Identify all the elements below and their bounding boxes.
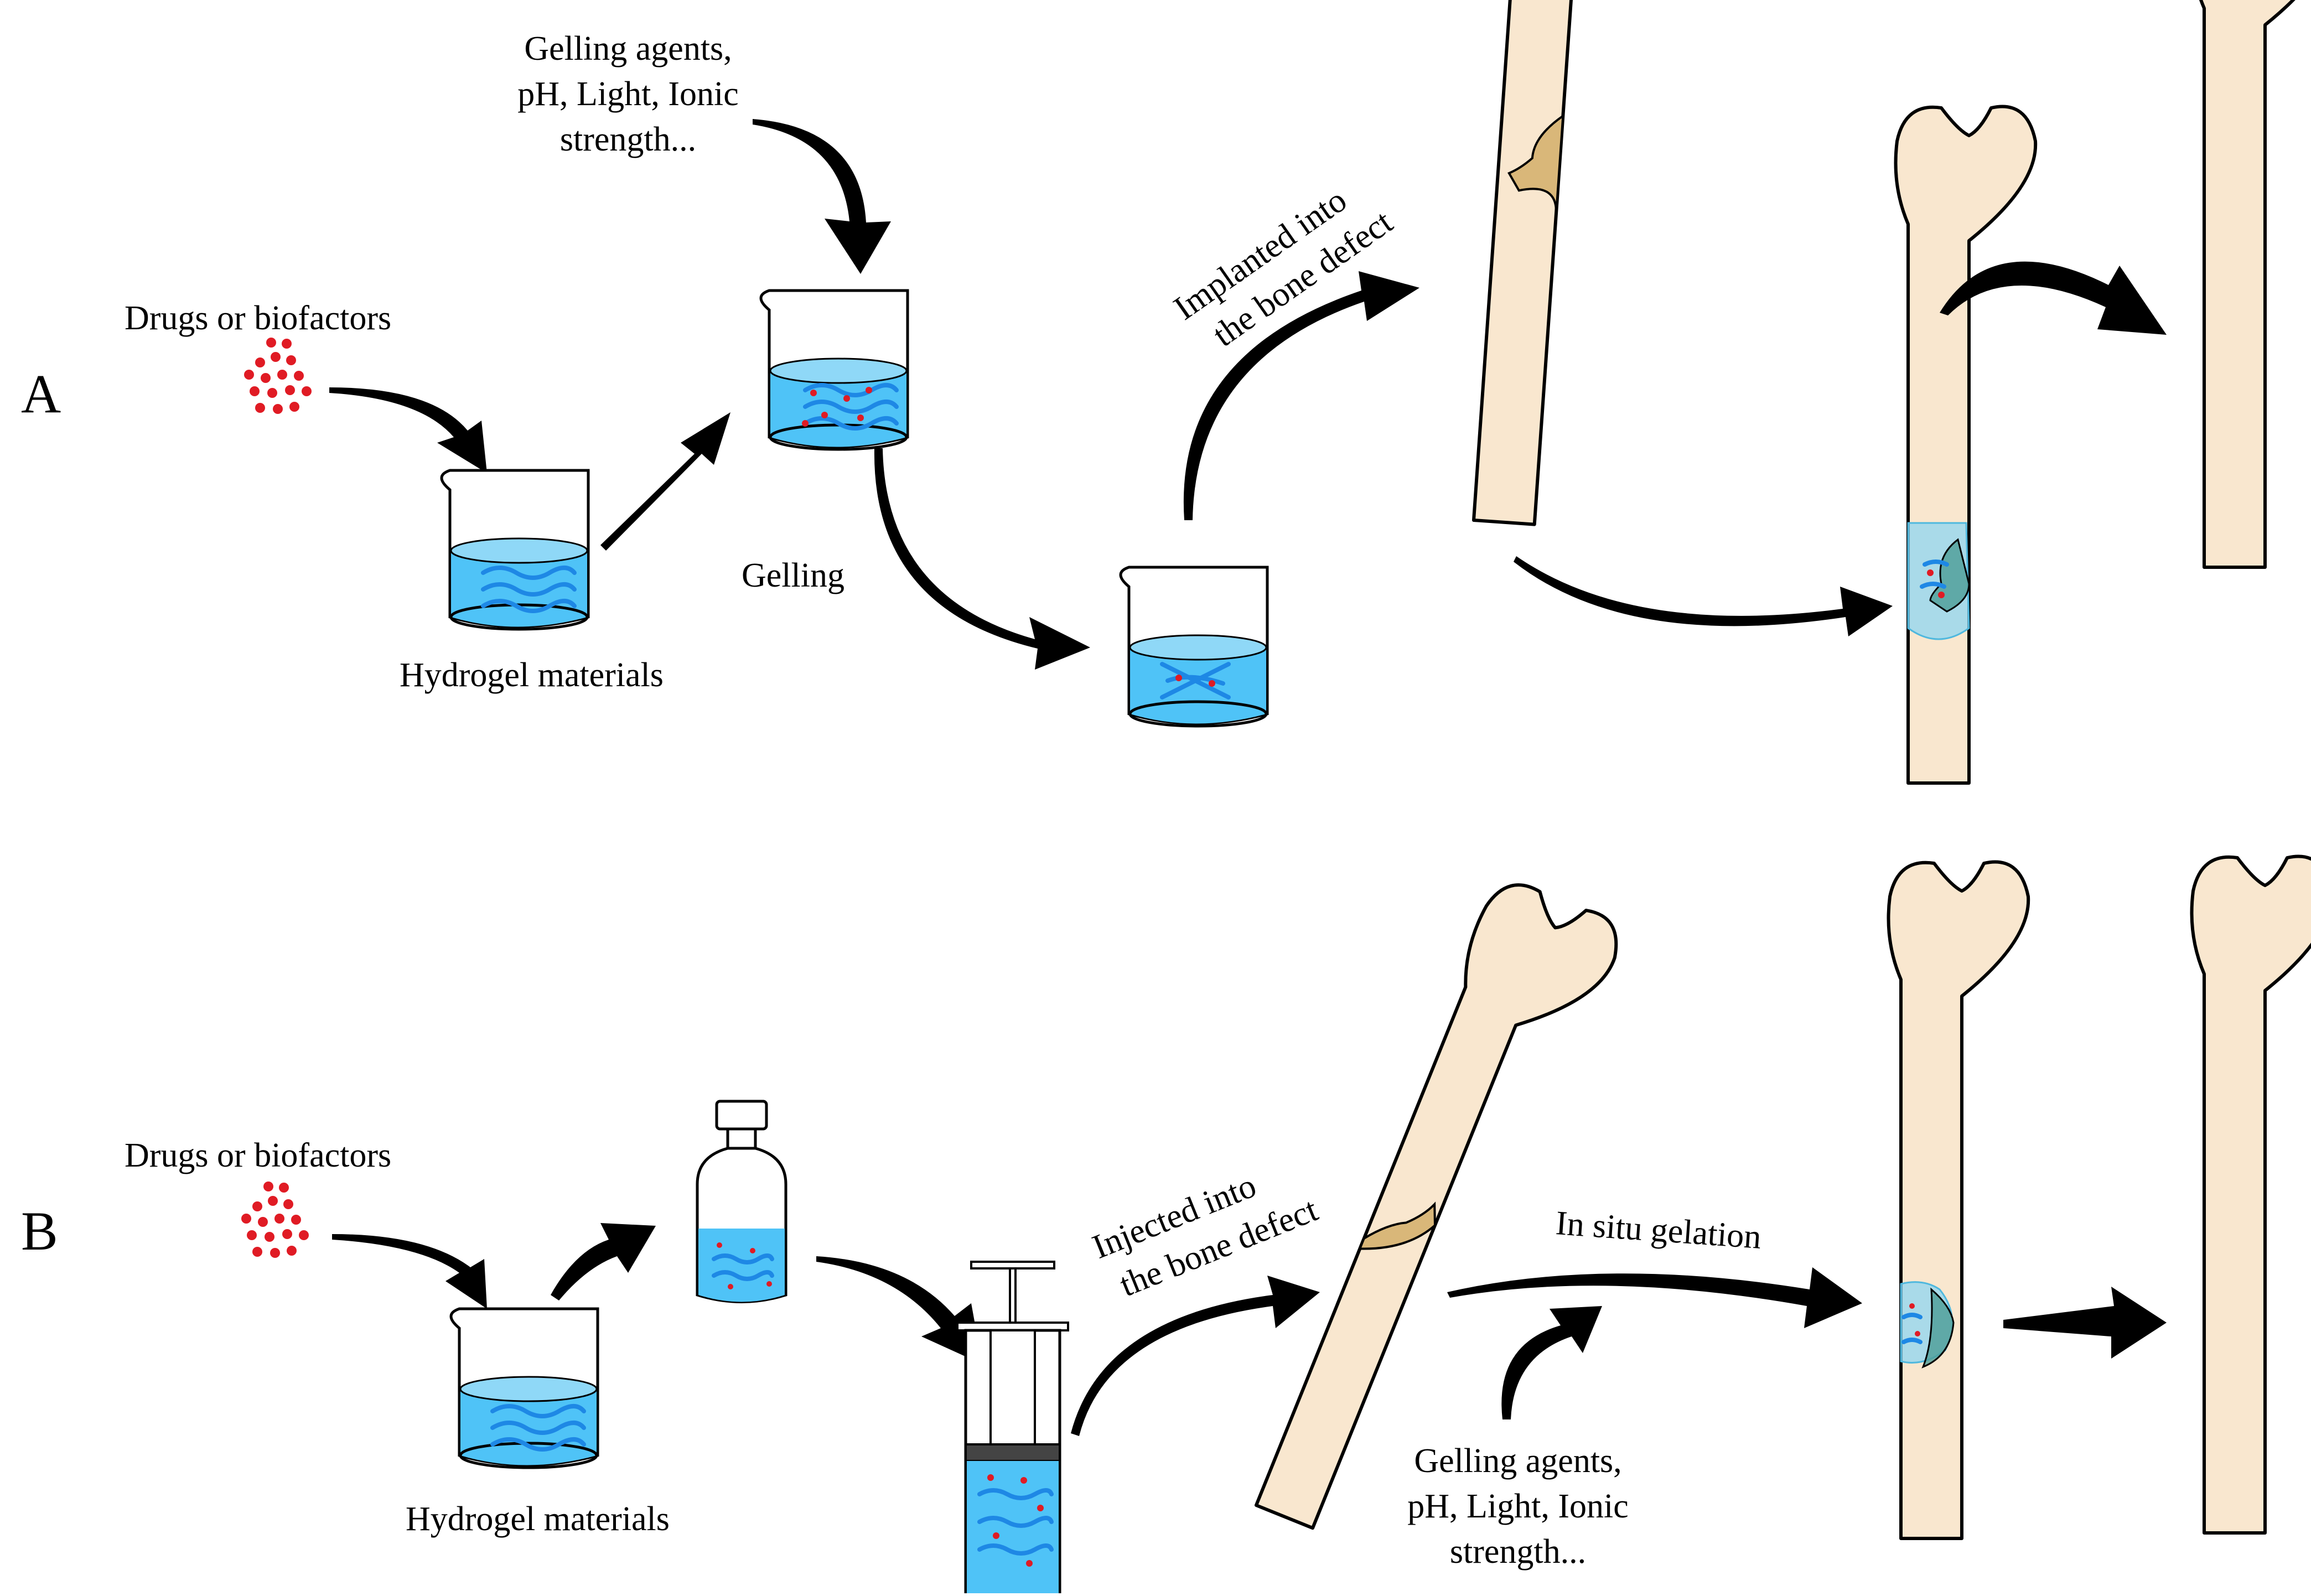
hydrogel-label-a: Hydrogel materials	[400, 656, 664, 694]
drugs-label-b: Drugs or biofactors	[125, 1137, 391, 1174]
panel-b: B Drugs or biofactors Hydrogel materials	[21, 857, 2311, 1594]
bone-with-hydrogel	[1896, 107, 2036, 784]
svg-text:pH, Light, Ionic: pH, Light, Ionic	[517, 75, 739, 113]
gel-beaker	[1121, 567, 1267, 726]
gelling-agents-text-b: Gelling agents, pH, Light, Ionic strengt…	[1407, 1442, 1629, 1571]
arrow-implant-down	[1514, 556, 1893, 636]
arrow-to-healed-bone-a	[1940, 262, 2167, 335]
svg-text:strength...: strength...	[1450, 1533, 1586, 1571]
svg-text:pH, Light, Ionic: pH, Light, Ionic	[1407, 1488, 1629, 1525]
arrow-implant-up	[1184, 271, 1419, 520]
healed-bone-a	[2192, 0, 2311, 567]
hydrogel-beaker-b	[451, 1309, 598, 1468]
gelling-agents-text-a: Gelling agents, pH, Light, Ionic strengt…	[517, 30, 739, 158]
svg-text:Gelling agents,: Gelling agents,	[524, 30, 732, 68]
hydrogel-vial	[697, 1101, 786, 1302]
arrow-to-gelling-beaker	[600, 412, 730, 551]
arrow-drugs-to-hydrogel-b	[332, 1234, 487, 1309]
arrow-gelling-agents-a	[753, 119, 891, 274]
gelling-label: Gelling	[742, 557, 844, 594]
panel-a-letter: A	[21, 363, 61, 424]
svg-text:Gelling agents,: Gelling agents,	[1414, 1442, 1621, 1480]
arrow-inject	[1071, 1276, 1320, 1436]
panel-a: A Drugs or biofactors Hydrogel materials…	[21, 0, 2311, 783]
arrow-gelling-agents-b	[1501, 1306, 1602, 1419]
drug-dots-icon	[244, 338, 312, 414]
arrow-in-situ	[1447, 1267, 1862, 1328]
bone-with-hydrogel-b	[1889, 862, 2029, 1539]
bone-with-defect	[1462, 0, 1648, 529]
arrow-to-syringe	[816, 1256, 982, 1364]
in-situ-label: In situ gelation	[1555, 1204, 1763, 1256]
arrow-to-vial	[551, 1223, 656, 1300]
drug-dots-icon	[241, 1182, 309, 1258]
hydrogel-beaker-a	[442, 470, 588, 629]
drugs-label-a: Drugs or biofactors	[125, 299, 391, 337]
mixed-beaker	[761, 291, 908, 449]
arrow-drugs-to-hydrogel-a	[329, 387, 487, 473]
arrow-to-healed-bone-b	[2003, 1287, 2167, 1359]
arrow-to-gel-beaker	[874, 448, 1090, 670]
hydrogel-label-b: Hydrogel materials	[406, 1500, 670, 1538]
svg-text:strength...: strength...	[560, 121, 696, 158]
panel-b-letter: B	[21, 1200, 58, 1262]
syringe	[957, 1262, 1068, 1593]
healed-bone-b	[2192, 857, 2311, 1533]
